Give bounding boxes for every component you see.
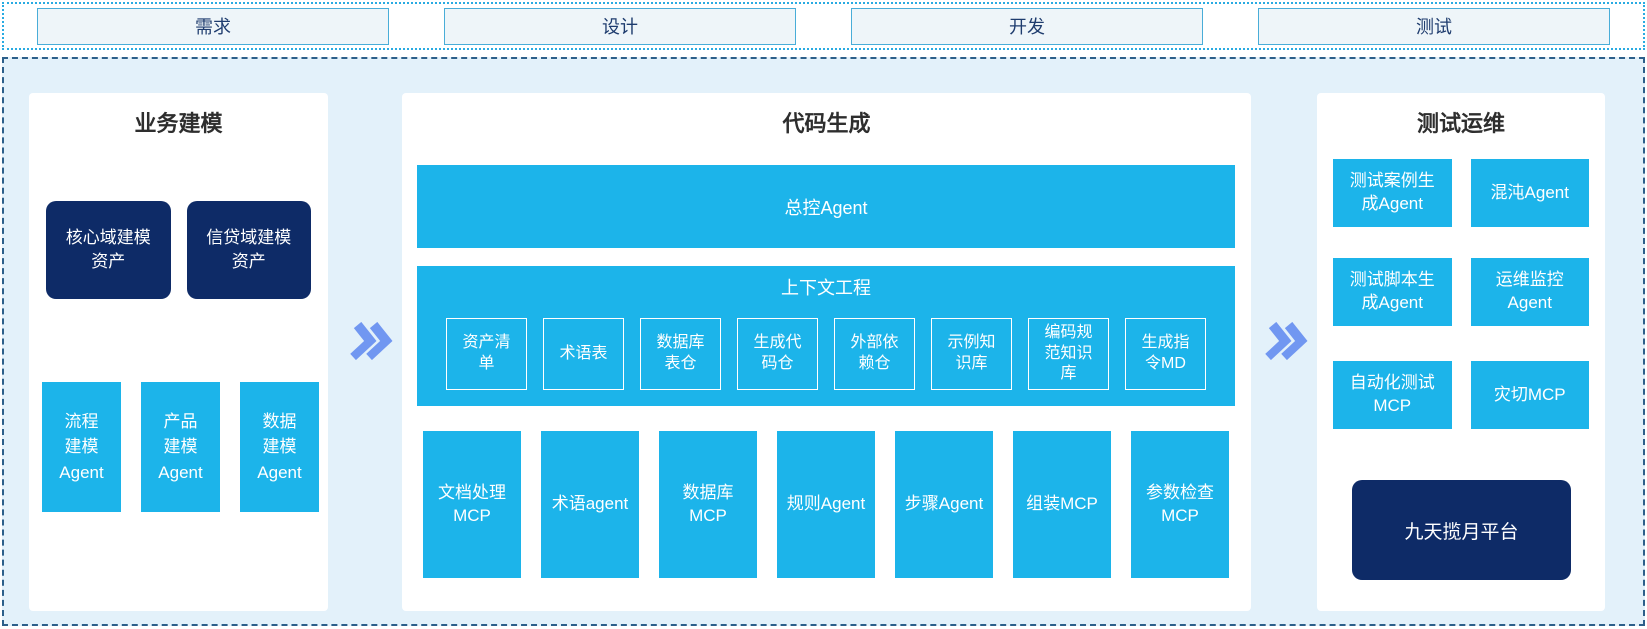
ops-box-disaster-switch-mcp: 灾切MCP — [1470, 361, 1589, 429]
tool-box-terminology-agent: 术语agent — [541, 431, 639, 578]
tool-box-param-check-mcp: 参数检查 MCP — [1131, 431, 1229, 578]
context-item-db-table-repo: 数据库 表仓 — [640, 318, 721, 390]
panel-title-code-generation: 代码生成 — [782, 111, 871, 136]
phase-box-requirements: 需求 — [37, 7, 389, 45]
ops-row: 自动化测试 MCP 灾切MCP — [1333, 361, 1589, 429]
context-item-external-deps-repo: 外部依 赖仓 — [834, 318, 915, 390]
double-chevron-right-icon — [1265, 321, 1309, 361]
phase-bar: 需求 设计 开发 测试 — [2, 2, 1645, 50]
asset-box-core-domain: 核心域建模 资产 — [46, 201, 171, 299]
tool-box-database-mcp: 数据库 MCP — [659, 431, 757, 578]
ops-row: 测试脚本生 成Agent 运维监控 Agent — [1333, 258, 1589, 326]
ops-box-ops-monitor-agent: 运维监控 Agent — [1470, 258, 1589, 326]
tool-box-step-agent: 步骤Agent — [895, 431, 993, 578]
context-item-asset-list: 资产清 单 — [446, 318, 527, 390]
ops-box-auto-test-mcp: 自动化测试 MCP — [1333, 361, 1452, 429]
ops-row: 测试案例生 成Agent 混沌Agent — [1333, 159, 1589, 227]
context-item-glossary: 术语表 — [543, 318, 624, 390]
context-engineering-block: 上下文工程 资产清 单 术语表 数据库 表仓 生成代 码仓 外部依 赖仓 示例知… — [417, 266, 1235, 406]
context-item-coding-standard-kb: 编码规 范知识 库 — [1028, 318, 1109, 390]
double-chevron-right-icon — [350, 321, 394, 361]
tools-row: 文档处理 MCP 术语agent 数据库 MCP 规则Agent 步骤Agent… — [417, 431, 1235, 578]
phase-box-design: 设计 — [444, 7, 796, 45]
context-item-generation-instruction-md: 生成指 令MD — [1125, 318, 1206, 390]
panel-title-test-ops: 测试运维 — [1416, 111, 1505, 136]
ops-box-test-script-gen-agent: 测试脚本生 成Agent — [1333, 258, 1452, 326]
agent-box-process-modeling: 流程 建模 Agent — [42, 382, 121, 512]
phase-box-testing: 测试 — [1258, 7, 1610, 45]
main-container: 业务建模 核心域建模 资产 信贷域建模 资产 流程 建模 Agent 产品 建模… — [2, 57, 1645, 626]
ops-box-chaos-agent: 混沌Agent — [1470, 159, 1589, 227]
asset-row: 核心域建模 资产 信贷域建模 资产 — [46, 201, 311, 299]
asset-box-credit-domain: 信贷域建模 资产 — [186, 201, 311, 299]
master-agent-bar: 总控Agent — [417, 165, 1235, 248]
context-engineering-title: 上下文工程 — [781, 278, 871, 298]
tool-box-doc-processing-mcp: 文档处理 MCP — [423, 431, 521, 578]
context-item-generated-code-repo: 生成代 码仓 — [737, 318, 818, 390]
context-item-example-kb: 示例知 识库 — [931, 318, 1012, 390]
tool-box-rule-agent: 规则Agent — [777, 431, 875, 578]
context-item-row: 资产清 单 术语表 数据库 表仓 生成代 码仓 外部依 赖仓 示例知 识库 编码… — [417, 318, 1235, 390]
panel-code-generation: 代码生成 总控Agent 上下文工程 资产清 单 术语表 数据库 表仓 生成代 … — [402, 93, 1251, 611]
platform-box-jiutian-lanyue: 九天揽月平台 — [1352, 480, 1571, 580]
panel-test-ops: 测试运维 测试案例生 成Agent 混沌Agent 测试脚本生 成Agent 运… — [1317, 93, 1605, 611]
phase-box-development: 开发 — [851, 7, 1203, 45]
panel-title-business-modeling: 业务建模 — [134, 111, 223, 136]
tool-box-assembly-mcp: 组装MCP — [1013, 431, 1111, 578]
modeling-agent-row: 流程 建模 Agent 产品 建模 Agent 数据 建模 Agent — [42, 382, 319, 512]
agent-box-data-modeling: 数据 建模 Agent — [240, 382, 319, 512]
ops-box-test-case-gen-agent: 测试案例生 成Agent — [1333, 159, 1452, 227]
panel-business-modeling: 业务建模 核心域建模 资产 信贷域建模 资产 流程 建模 Agent 产品 建模… — [29, 93, 328, 611]
agent-box-product-modeling: 产品 建模 Agent — [141, 382, 220, 512]
